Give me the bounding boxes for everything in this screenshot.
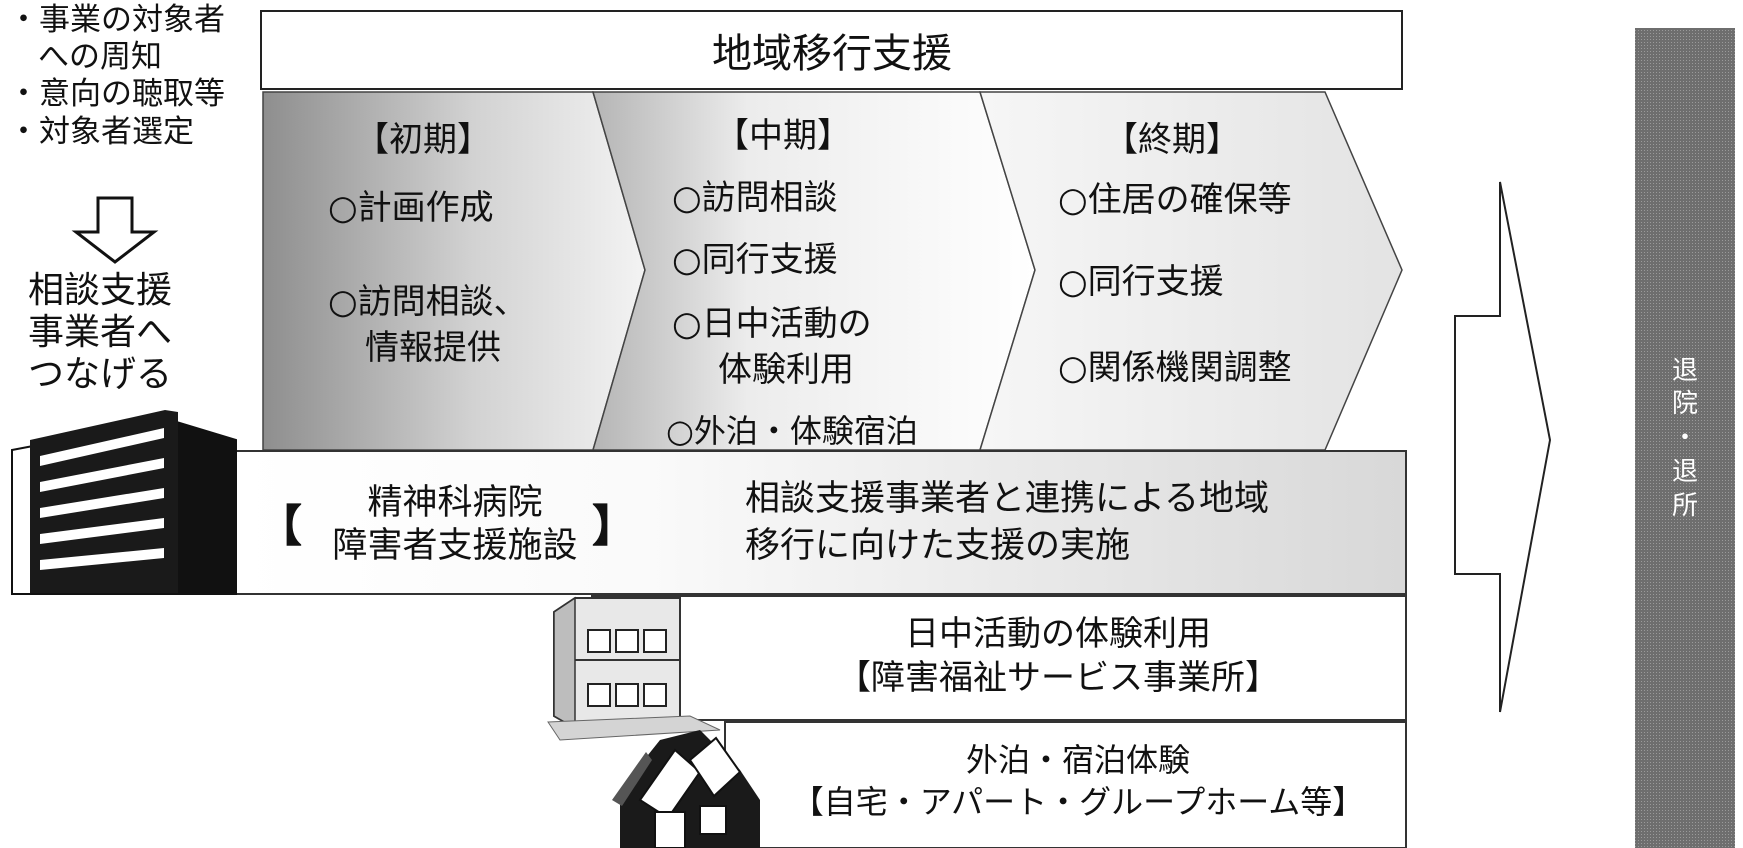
hospital-label-line: 精神科病院 xyxy=(367,483,543,523)
outcome-char: ・ xyxy=(1671,423,1698,454)
overnight-line: 【自宅・アパート・グループホーム等】 xyxy=(791,782,1365,821)
banner-box xyxy=(260,10,1403,90)
hospital-label: 精神科病院 障害者支援施設 xyxy=(310,482,600,567)
action-line: 相談支援 xyxy=(28,270,173,311)
phase-middle-item: ○同行支援 xyxy=(672,240,838,280)
left-action-text: 相談支援 事業者へ つなげる xyxy=(28,270,172,395)
hospital-bracket-open: 【 xyxy=(258,501,302,552)
action-line: つなげる xyxy=(28,353,173,395)
support-description-line: 移行に向けた支援の実施 xyxy=(745,525,1131,566)
phase-late-heading: 【終期】 xyxy=(1104,120,1240,160)
bullet-item: ・対象者選定 xyxy=(8,113,194,150)
bullet-item: ・事業の対象者 xyxy=(8,2,225,38)
day-activity-line: 日中活動の体験利用 xyxy=(905,614,1211,654)
phase-middle-item: ○訪問相談 xyxy=(672,178,838,218)
outcome-char: 所 xyxy=(1671,490,1698,521)
right-arrow-outline-icon xyxy=(1454,181,1552,713)
office-building-icon xyxy=(547,596,721,741)
day-activity-description: 日中活動の体験利用 【障害福祉サービス事業所】 xyxy=(758,612,1358,700)
day-activity-line: 【障害福祉サービス事業所】 xyxy=(837,658,1279,699)
action-line: 事業者へ xyxy=(28,311,173,353)
phase-early-item: ○計画作成 xyxy=(328,188,494,228)
support-description: 相談支援事業者と連携による地域 移行に向けた支援の実施 xyxy=(745,476,1269,570)
left-bullet-list: ・事業の対象者 への周知 ・意向の聴取等 ・対象者選定 xyxy=(8,2,225,151)
overnight-line: 外泊・宿泊体験 xyxy=(965,741,1190,779)
outcome-char: 退 xyxy=(1671,355,1698,386)
phase-early-item: 情報提供 xyxy=(365,328,501,368)
overnight-description: 外泊・宿泊体験 【自宅・アパート・グループホーム等】 xyxy=(758,740,1398,823)
bullet-item: ・意向の聴取等 xyxy=(8,76,225,113)
phase-early-item: ○訪問相談、 xyxy=(328,282,528,322)
phase-late-item: ○関係機関調整 xyxy=(1058,348,1292,388)
outcome-char: 院 xyxy=(1671,389,1698,420)
outcome-bar-bg xyxy=(1635,28,1735,848)
phase-middle-item: ○外泊・体験宿泊 xyxy=(666,412,918,450)
bullet-item: への周知 xyxy=(38,39,162,76)
phase-late-item: ○住居の確保等 xyxy=(1058,180,1292,220)
outcome-char: 退 xyxy=(1671,456,1698,487)
phase-middle-item: ○日中活動の xyxy=(672,304,872,344)
overnight-band xyxy=(724,721,1407,848)
hospital-label-line: 障害者支援施設 xyxy=(332,525,578,566)
support-description-line: 相談支援事業者と連携による地域 xyxy=(745,479,1269,519)
outcome-label: 退 院 ・ 退 所 xyxy=(1635,30,1735,848)
hospital-band xyxy=(235,450,1407,595)
down-arrow-outline-icon xyxy=(71,196,159,264)
phase-early-heading: 【初期】 xyxy=(355,120,491,160)
phase-middle-item: 体験利用 xyxy=(718,350,854,390)
banner-title: 地域移行支援 xyxy=(712,31,952,77)
phase-middle-heading: 【中期】 xyxy=(715,116,851,156)
day-activity-band xyxy=(591,595,1407,721)
hospital-building-icon xyxy=(11,410,237,595)
phase-late-item: ○同行支援 xyxy=(1058,262,1224,302)
hospital-bracket-close: 】 xyxy=(592,501,636,552)
house-icon xyxy=(612,730,760,848)
